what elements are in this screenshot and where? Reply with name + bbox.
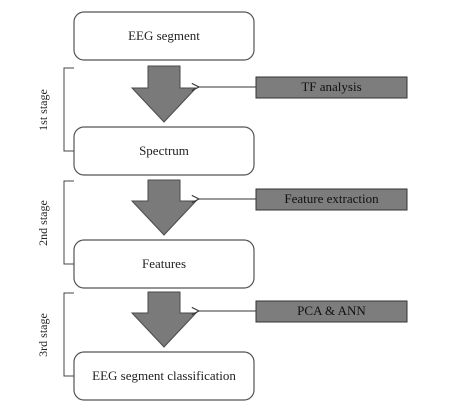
node-eeg-segment-label: EEG segment	[128, 28, 200, 43]
stage-1-label: 1st stage	[36, 89, 50, 131]
stage-3-arrow	[130, 291, 198, 348]
method-pca-ann: PCA & ANN	[255, 300, 408, 323]
node-spectrum-label: Spectrum	[139, 143, 189, 158]
stage-3-label: 3rd stage	[36, 313, 50, 357]
stage-2-arrow	[130, 179, 198, 236]
stage-1-bracket	[63, 67, 74, 152]
stage-2-label: 2nd stage	[36, 200, 50, 246]
node-features-label: Features	[142, 256, 186, 271]
stage-1-arrow	[130, 65, 198, 123]
stage-3-bracket	[63, 292, 74, 377]
method-pca-ann-label: PCA & ANN	[297, 303, 366, 318]
node-classification-label: EEG segment classification	[92, 368, 236, 383]
method-tf-analysis-label: TF analysis	[301, 79, 361, 94]
stage-2-bracket	[63, 180, 74, 265]
node-features: Features	[73, 239, 255, 289]
node-eeg-segment: EEG segment	[73, 11, 255, 61]
node-classification: EEG segment classification	[73, 351, 255, 401]
node-spectrum: Spectrum	[73, 126, 255, 176]
method-feature-extraction-label: Feature extraction	[284, 191, 379, 206]
method-tf-analysis: TF analysis	[255, 76, 408, 99]
method-feature-extraction: Feature extraction	[255, 188, 408, 211]
